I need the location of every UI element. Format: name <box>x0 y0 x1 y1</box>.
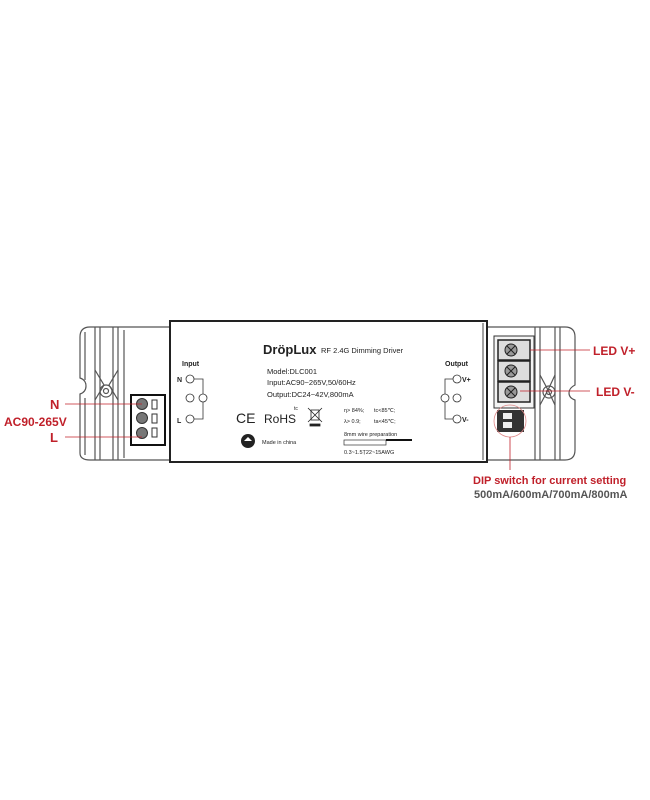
rohs-mark: RoHS <box>264 412 296 426</box>
input-n: N <box>177 377 182 384</box>
model: Model:DLC001 <box>267 367 317 376</box>
weee-bin-icon <box>307 407 323 427</box>
ta-max: ta<45℃; <box>374 419 396 425</box>
power-factor: λ> 0.9; <box>344 419 361 425</box>
output-spec: Output:DC24~42V,800mA <box>267 390 354 399</box>
made-in: Made in china <box>262 440 297 446</box>
input-spec: Input:AC90~265V,50/60Hz <box>267 378 356 387</box>
recycle-icon <box>241 434 255 448</box>
output-wiring-icon <box>440 374 462 424</box>
product-name: RF 2.4G Dimming Driver <box>321 346 404 355</box>
output-vminus: V- <box>462 417 469 424</box>
left-end-cap <box>79 326 170 461</box>
callout-led-minus: LED V- <box>596 385 635 399</box>
wire-prep: 8mm wire preparation <box>344 432 397 438</box>
tc-mark: tc <box>294 406 298 412</box>
callout-lines <box>65 349 590 470</box>
ce-mark: CE <box>236 410 255 426</box>
tc-max: tc<85℃; <box>374 408 396 414</box>
efficiency: η> 84%; <box>344 408 365 414</box>
callout-led-plus: LED V+ <box>593 344 635 358</box>
callout-n: N <box>50 397 59 412</box>
output-terminal-block <box>493 335 535 438</box>
wire-strip-gauge <box>343 439 387 446</box>
callout-dip-options: 500mA/600mA/700mA/800mA <box>474 489 628 501</box>
output-title: Output <box>445 361 469 368</box>
wire-gauge: 0.3~1.5Ṭ22~15AWG <box>344 450 394 456</box>
output-vplus: V+ <box>462 377 471 384</box>
right-end-cap <box>487 326 576 461</box>
input-terminal-block <box>130 394 166 446</box>
input-l: L <box>177 418 182 425</box>
callout-voltage: AC90-265V <box>4 415 67 429</box>
input-wiring-icon <box>185 374 208 424</box>
callout-l: L <box>50 430 58 445</box>
brand-logo: DröpLux <box>263 342 317 357</box>
input-title: Input <box>182 361 200 368</box>
callout-dip-title: DIP switch for current setting <box>473 475 626 487</box>
driver-label-panel: DröpLux RF 2.4G Dimming Driver Model:DLC… <box>169 320 488 463</box>
